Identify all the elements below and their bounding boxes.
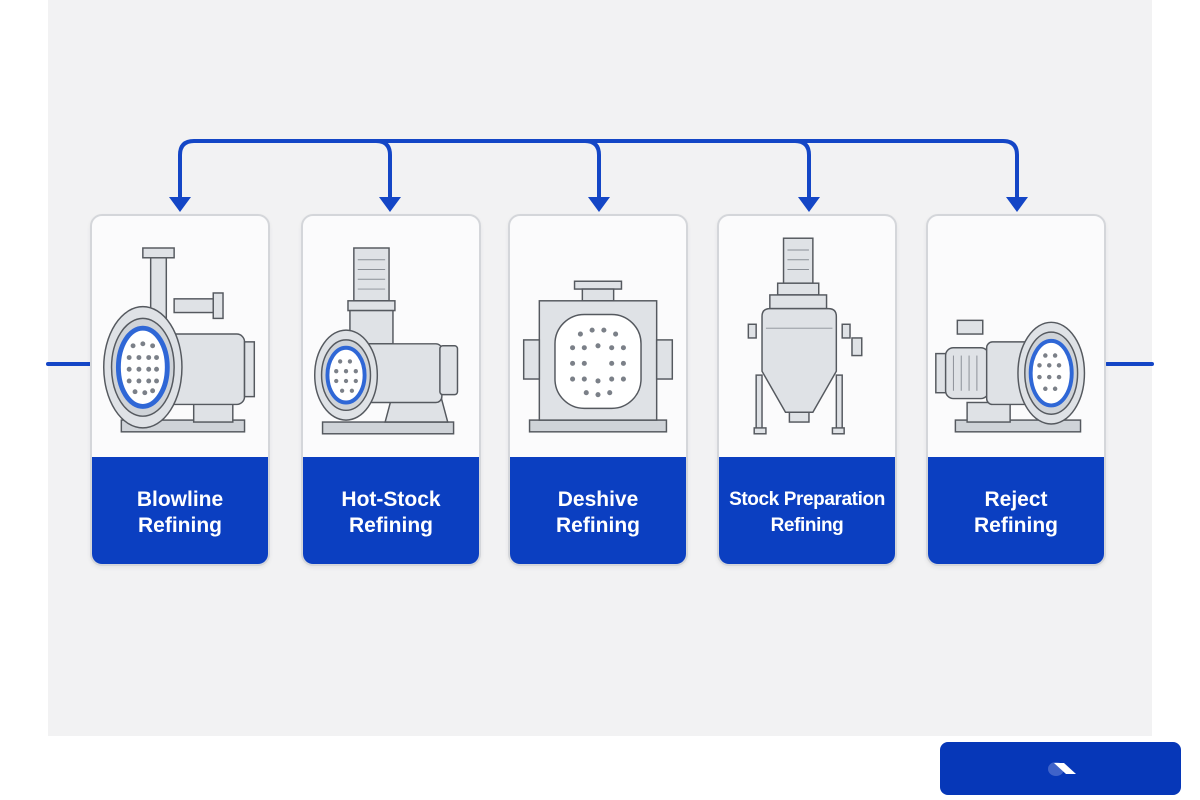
motor-driven-refiner-icon xyxy=(314,247,459,435)
logo-icon xyxy=(1047,761,1076,776)
stage-card-blowline[interactable]: Blowline Refining xyxy=(90,214,270,566)
horizontal-refiner-icon xyxy=(103,247,256,433)
branch-line-3 xyxy=(583,139,601,202)
vertical-tank-refiner-icon xyxy=(747,237,863,435)
arrowhead-2 xyxy=(379,197,401,212)
deshive-refiner-icon xyxy=(522,280,674,433)
stage-label: Blowline Refining xyxy=(92,457,268,564)
arrowhead-3 xyxy=(588,197,610,212)
stage-card-reject[interactable]: Reject Refining xyxy=(926,214,1106,566)
arrowhead-5 xyxy=(1006,197,1028,212)
stage-card-deshive[interactable]: Deshive Refining xyxy=(508,214,688,566)
arrowhead-4 xyxy=(798,197,820,212)
branch-line-4 xyxy=(793,139,811,202)
stage-card-stock-preparation[interactable]: Stock Preparation Refining xyxy=(717,214,897,566)
stage-card-hot-stock[interactable]: Hot-Stock Refining xyxy=(301,214,481,566)
branch-line-2 xyxy=(374,139,392,202)
stage-label: Hot-Stock Refining xyxy=(303,457,479,564)
reject-refiner-icon xyxy=(935,319,1086,433)
stage-label: Stock Preparation Refining xyxy=(719,457,895,564)
stage-label: Reject Refining xyxy=(928,457,1104,564)
stage-label: Deshive Refining xyxy=(510,457,686,564)
brand-badge xyxy=(940,742,1181,795)
arrowhead-1 xyxy=(169,197,191,212)
distribution-header-line xyxy=(178,139,1019,202)
